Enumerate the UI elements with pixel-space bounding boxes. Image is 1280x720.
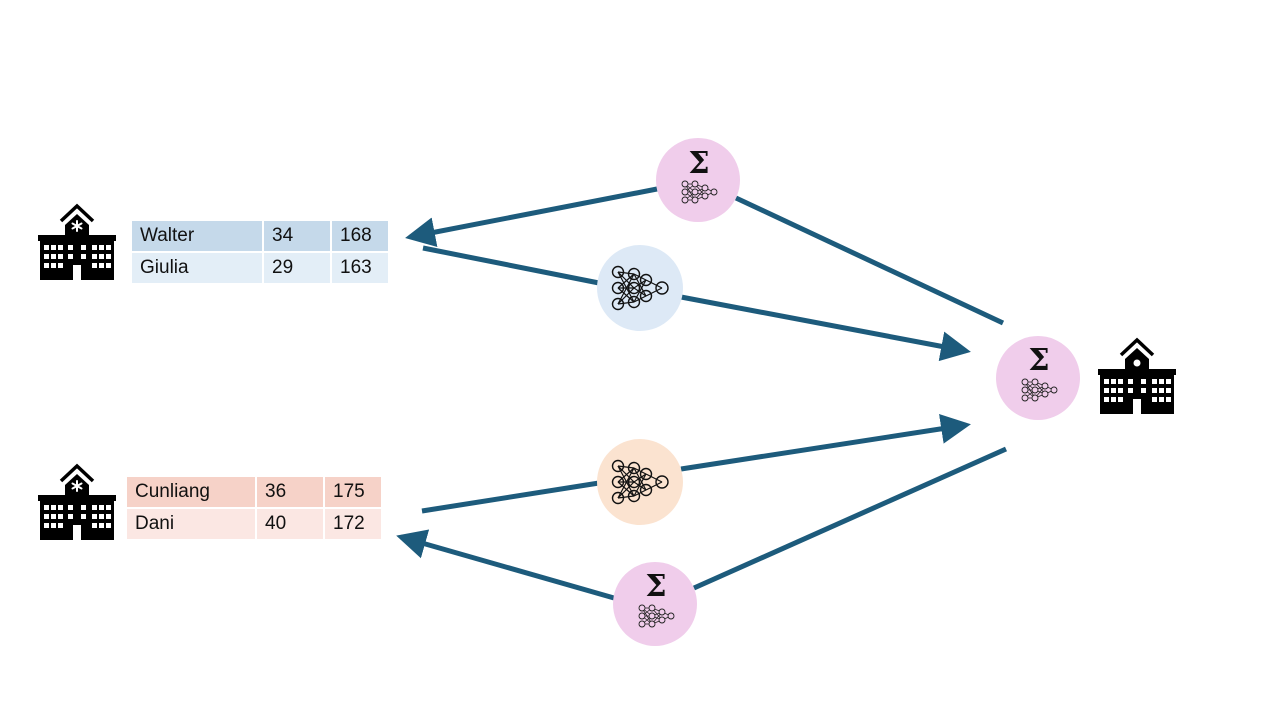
- table-row: Dani 40 172: [127, 509, 381, 539]
- sigma-icon: Σ: [688, 146, 709, 181]
- table-cell-age: 40: [257, 509, 323, 539]
- model-node-orange: [597, 439, 683, 525]
- table-cell-height: 175: [325, 477, 381, 507]
- table-cell-name: Giulia: [132, 253, 262, 283]
- arrow-aggregate-to-hospital-top: [405, 186, 658, 247]
- model-node-blue: [597, 245, 683, 331]
- aggregate-node-server: Σ: [996, 336, 1080, 420]
- server-building-icon: [1096, 338, 1178, 416]
- line-hospital-top-to-model-blue: [422, 245, 600, 286]
- patient-table-bottom: Cunliang 36 175 Dani 40 172: [125, 475, 383, 541]
- aggregate-node-top: Σ: [656, 138, 740, 222]
- sigma-icon: Σ: [1028, 343, 1049, 378]
- table-row: Giulia 29 163: [132, 253, 388, 283]
- table-cell-name: Dani: [127, 509, 255, 539]
- table-row: Cunliang 36 175: [127, 477, 381, 507]
- table-cell-height: 168: [332, 221, 388, 251]
- arrow-model-orange-to-server: [680, 413, 971, 472]
- table-cell-height: 172: [325, 509, 381, 539]
- table-row: Walter 34 168: [132, 221, 388, 251]
- line-server-to-aggregate-bottom: [692, 446, 1008, 591]
- table-cell-age: 34: [264, 221, 330, 251]
- arrow-model-blue-to-server: [680, 294, 971, 362]
- line-aggregate-top-to-server: [734, 195, 1005, 326]
- arrow-aggregate-to-hospital-bottom: [396, 529, 615, 601]
- table-cell-age: 29: [264, 253, 330, 283]
- table-cell-age: 36: [257, 477, 323, 507]
- patient-table-top: Walter 34 168 Giulia 29 163: [130, 219, 390, 285]
- hospital-building-icon: [36, 204, 118, 282]
- line-hospital-bottom-to-model-orange: [421, 480, 600, 514]
- table-cell-height: 163: [332, 253, 388, 283]
- hospital-building-icon: [36, 464, 118, 542]
- table-cell-name: Cunliang: [127, 477, 255, 507]
- table-cell-name: Walter: [132, 221, 262, 251]
- sigma-icon: Σ: [645, 569, 666, 604]
- aggregate-node-bottom: Σ: [613, 562, 697, 646]
